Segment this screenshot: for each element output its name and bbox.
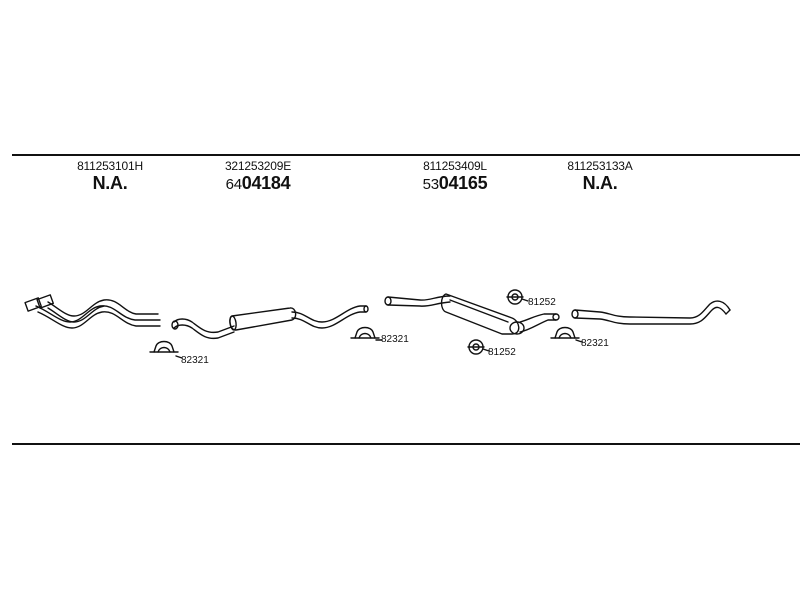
oe-number: 811253133A <box>567 159 633 173</box>
part-header-rear-muffler: 811253409L 5304165 <box>385 159 525 195</box>
clamp-callout: 82321 <box>581 338 609 349</box>
part-header-center-muffler: 321253209E 6404184 <box>188 159 328 195</box>
part-code: 5304165 <box>385 173 525 195</box>
oe-number: 321253209E <box>224 159 292 173</box>
part-code-main: 04184 <box>241 173 291 193</box>
part-code-prefix: 64 <box>225 176 242 193</box>
clamp-icon <box>550 326 583 343</box>
part-code: N.A. <box>40 173 180 195</box>
ring-callout: 81252 <box>488 347 516 358</box>
center-muffler-drawing <box>171 305 369 340</box>
bottom-divider-line <box>12 443 800 445</box>
part-header-tail-pipe: 811253133A N.A. <box>530 159 670 195</box>
tail-pipe-drawing <box>571 300 731 325</box>
part-code-main: 04165 <box>438 173 488 193</box>
part-code: 6404184 <box>188 173 328 195</box>
part-code-prefix: 53 <box>422 176 439 193</box>
rear-muffler-drawing <box>384 293 560 335</box>
front-pipe-drawing <box>24 294 161 329</box>
rubber-ring-icon <box>467 339 490 355</box>
clamp-callout: 82321 <box>181 355 209 366</box>
clamp-icon <box>350 326 383 341</box>
part-code: N.A. <box>530 173 670 195</box>
rubber-ring-icon <box>506 289 529 305</box>
clamp-icon <box>149 340 183 359</box>
part-header-front-pipe: 811253101H N.A. <box>40 159 180 195</box>
top-divider-line <box>12 154 800 156</box>
oe-number: 811253409L <box>423 159 487 173</box>
part-code-main: N.A. <box>92 173 128 193</box>
oe-number: 811253101H <box>77 159 143 173</box>
part-code-main: N.A. <box>582 173 618 193</box>
clamp-callout: 82321 <box>381 334 409 345</box>
ring-callout: 81252 <box>528 297 556 308</box>
